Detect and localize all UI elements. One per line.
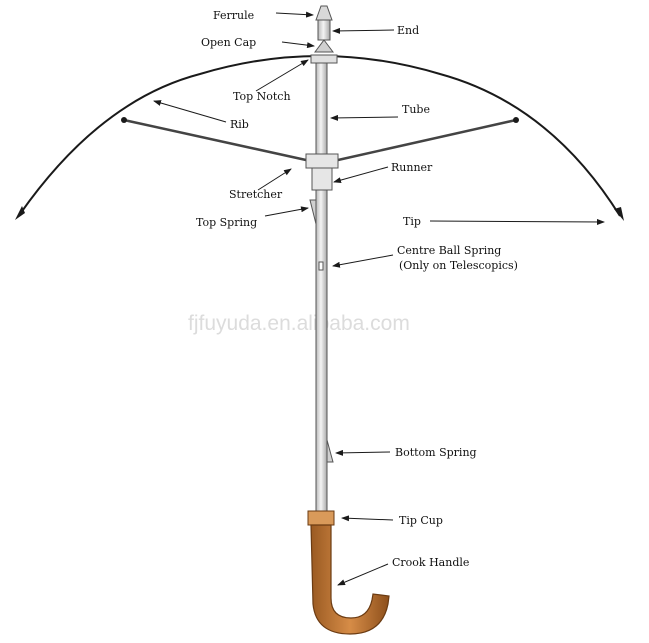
runner <box>305 153 339 169</box>
label-top-notch: Top Notch <box>233 90 291 103</box>
leader-crook-handle <box>337 563 389 586</box>
leader-open-cap <box>281 41 315 49</box>
leader-end <box>332 27 395 34</box>
rib-joint-right <box>513 117 519 123</box>
leader-centre-ball-spring <box>332 254 394 268</box>
label-open-cap: Open Cap <box>201 36 256 49</box>
tube <box>315 62 328 514</box>
top-notch <box>310 54 338 64</box>
crook-handle <box>310 524 390 635</box>
watermark: fjfuyuda.en.alibaba.com <box>188 312 410 335</box>
ferrule <box>315 5 333 21</box>
rib-joint-left <box>121 117 127 123</box>
leader-tube <box>330 114 399 121</box>
leader-runner <box>333 166 389 184</box>
label-runner: Runner <box>391 161 433 174</box>
label-bottom-spring: Bottom Spring <box>395 446 477 459</box>
runner-body <box>311 167 333 191</box>
open-cap <box>314 39 334 53</box>
leader-lines <box>153 11 605 586</box>
stretcher-right <box>337 118 517 162</box>
label-tip-cup: Tip Cup <box>399 514 443 527</box>
label-top-spring: Top Spring <box>196 216 257 229</box>
label-ferrule: Ferrule <box>213 9 254 22</box>
tip-cup <box>307 510 335 526</box>
bottom-spring <box>326 439 334 463</box>
label-end: End <box>397 24 419 37</box>
rib-tip-right <box>614 207 624 221</box>
label-rib: Rib <box>230 118 249 131</box>
top-spring <box>309 199 317 225</box>
leader-top-spring <box>264 206 309 217</box>
leader-top-notch <box>255 59 309 92</box>
leader-bottom-spring <box>335 449 391 456</box>
label-crook-handle: Crook Handle <box>392 556 469 569</box>
stretcher-left <box>123 118 307 162</box>
label-centre-ball-spring: Centre Ball Spring <box>397 244 501 257</box>
rib-tip-left <box>15 206 25 220</box>
end-piece <box>317 19 331 41</box>
label-only-on-telescopics: (Only on Telescopics) <box>399 259 518 272</box>
leader-rib <box>153 100 227 123</box>
label-tip: Tip <box>403 215 421 228</box>
leader-ferrule <box>275 11 314 18</box>
leader-stretcher <box>257 168 292 191</box>
leader-tip <box>429 218 605 225</box>
label-stretcher: Stretcher <box>229 188 283 201</box>
label-tube: Tube <box>402 103 430 116</box>
leader-tip-cup <box>341 515 394 522</box>
centre-ball-spring <box>318 261 324 271</box>
